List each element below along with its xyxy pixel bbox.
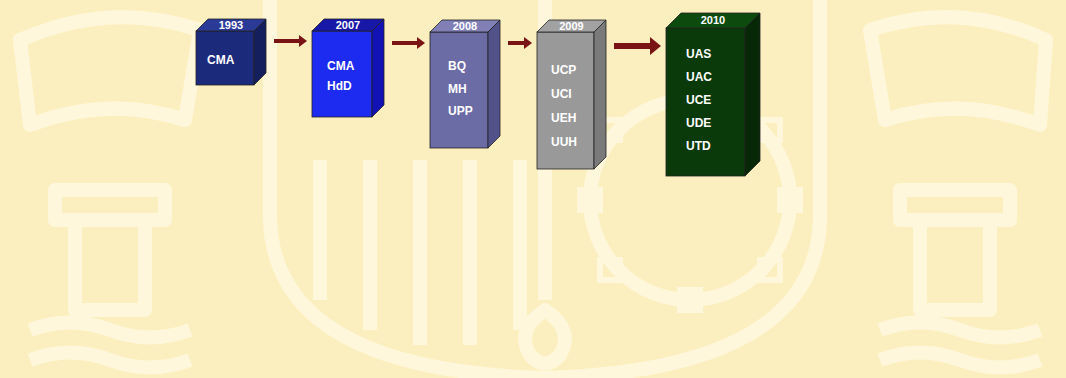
left-ribbon: [20, 17, 200, 125]
unit-acronym: UAS: [686, 47, 711, 61]
chain-links: [580, 90, 800, 310]
timeline-arrow: [508, 37, 532, 49]
cube-side: [372, 19, 384, 117]
timeline-arrow: [614, 37, 661, 55]
cube-top: [666, 13, 760, 28]
timeline-cube: 1993CMA: [196, 19, 266, 85]
shield-stripe: [413, 160, 427, 345]
cube-side: [594, 20, 606, 169]
year-label: 2007: [312, 19, 384, 31]
cube-top: [312, 19, 384, 31]
cube-side: [488, 20, 500, 148]
year-label: 2009: [537, 20, 606, 32]
shield-stripe: [363, 160, 377, 330]
unit-acronym: BQ: [448, 59, 466, 73]
cube-front: [666, 28, 745, 176]
shield-stripe: [313, 160, 327, 300]
timeline-cube: 2007CMA HdD: [312, 19, 384, 117]
unit-acronym: CMA: [207, 53, 234, 67]
right-ribbon: [870, 17, 1046, 125]
cube-front: [537, 32, 594, 169]
unit-acronym: CMA: [327, 59, 354, 73]
unit-acronym: UEH: [551, 111, 576, 125]
arrow-shaft: [392, 41, 418, 45]
unit-acronym: UCI: [551, 87, 572, 101]
year-label: 1993: [196, 19, 266, 31]
watermark-lines: [20, 0, 1046, 378]
arrow-head: [524, 37, 532, 49]
chain-link: [760, 260, 780, 280]
shield-outline: [270, 0, 820, 378]
unit-acronym: UUH: [551, 135, 577, 149]
shield-stripe: [513, 160, 527, 330]
unit-acronym: UPP: [448, 104, 473, 118]
timeline-cube: 2009UCP UCI UEH UUH: [537, 20, 606, 169]
left-pillar-shaft: [75, 220, 145, 310]
year-label: 2008: [430, 20, 500, 32]
unit-acronym: HdD: [327, 79, 352, 93]
arrow-shaft: [508, 41, 525, 45]
arrow-head: [417, 37, 425, 49]
right-waves: [880, 323, 1040, 368]
arrow-shaft: [274, 39, 300, 43]
left-waves: [30, 323, 190, 368]
cube-side: [745, 13, 760, 176]
chain-link: [780, 190, 800, 210]
chain-link: [580, 190, 600, 210]
unit-acronym: MH: [448, 82, 467, 96]
unit-acronym: UDE: [686, 116, 711, 130]
unit-acronym: UCP: [551, 63, 576, 77]
year-label: 2010: [666, 13, 760, 28]
arrow-head: [299, 35, 307, 47]
chain-link: [600, 260, 620, 280]
cube-front: [196, 31, 254, 85]
shield-stripe: [463, 160, 477, 345]
cube-front: [312, 31, 372, 117]
cube-side: [254, 19, 266, 85]
unit-acronym: UAC: [686, 70, 712, 84]
right-pillar-shaft: [920, 220, 990, 310]
cube-shape: [666, 13, 761, 177]
pomegranate: [525, 310, 565, 364]
unit-acronym: UTD: [686, 139, 711, 153]
cube-front: [430, 32, 488, 148]
timeline-arrow: [274, 35, 307, 47]
chain-link: [760, 120, 780, 140]
arrow-head: [650, 37, 661, 55]
timeline-arrow: [392, 37, 425, 49]
chain-link: [680, 290, 700, 310]
arrow-shaft: [614, 43, 651, 49]
timeline-cube: 2008BQ MH UPP: [430, 20, 500, 148]
unit-acronym: UCE: [686, 93, 711, 107]
timeline-cube: 2010UAS UAC UCE UDE UTD: [666, 13, 760, 176]
